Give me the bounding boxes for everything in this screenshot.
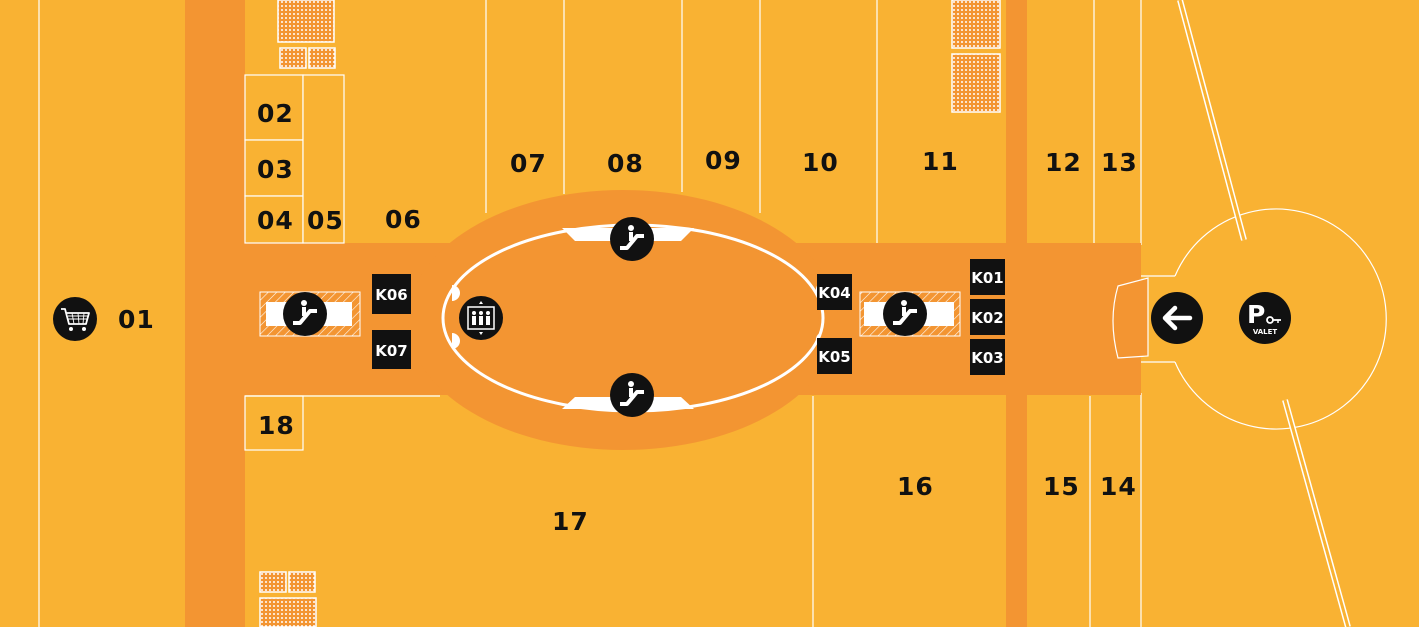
unit-03-label: 03 [257,155,294,184]
escalator-icon [283,292,327,336]
kiosks: K01 K02 K03 K04 K05 K06 K07 [372,259,1005,375]
kiosk-k07-label: K07 [375,342,408,360]
shopping-cart-icon [53,297,97,341]
unit-02-label: 02 [257,99,294,128]
unit-labels: 01 02 03 04 05 06 07 08 09 10 11 12 13 1… [118,99,1138,536]
valet-label: VALET [1253,328,1278,336]
unit-11-label: 11 [922,147,959,176]
unit-06-label: 06 [385,205,422,234]
unit-14-label: 14 [1100,472,1137,501]
escalator-icon [883,292,927,336]
unit-04-label: 04 [257,206,294,235]
kiosk-k02-label: K02 [971,309,1004,327]
unit-15-label: 15 [1043,472,1080,501]
unit-05-label: 05 [307,206,344,235]
elevator-icon [459,296,503,340]
unit-07-label: 07 [510,149,547,178]
kiosk-k04-label: K04 [818,284,851,302]
kiosk-k05-label: K05 [818,348,851,366]
parking-letter: P [1247,300,1265,329]
unit-01-label: 01 [118,305,155,334]
valet-parking-icon: P VALET [1239,292,1291,344]
shop-units-top [244,0,1095,244]
kiosk-k03-label: K03 [971,349,1004,367]
unit-10-label: 10 [802,148,839,177]
unit-17-label: 17 [552,507,589,536]
escalator-icon [610,217,654,261]
entrance-arrow-icon [1151,292,1203,344]
unit-16-label: 16 [897,472,934,501]
escalator-icon [610,373,654,417]
shop-units-bottom [244,395,1091,627]
unit-09-label: 09 [705,146,742,175]
unit-13-label: 13 [1101,148,1138,177]
unit-08-label: 08 [607,149,644,178]
kiosk-k01-label: K01 [971,269,1004,287]
unit-18-label: 18 [258,411,295,440]
unit-12-label: 12 [1045,148,1082,177]
entrance-area [1112,0,1387,627]
kiosk-k06-label: K06 [375,286,408,304]
service-areas [259,0,1001,627]
